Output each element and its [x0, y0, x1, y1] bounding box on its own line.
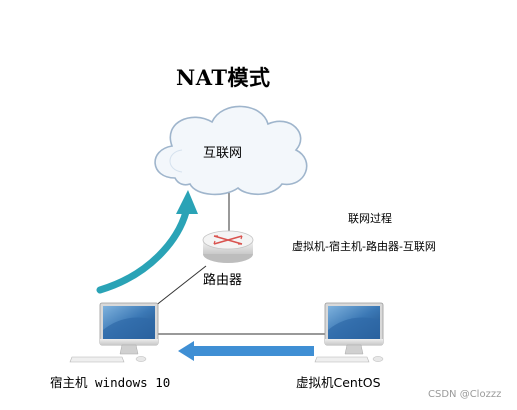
internet-label: 互联网: [203, 146, 243, 161]
router-label: 路由器: [203, 273, 243, 288]
host-keyboard-icon: [69, 356, 147, 363]
vm-label: 虚拟机CentOS: [296, 375, 381, 390]
diagram-title: NAT模式: [176, 65, 271, 90]
process-path: 虚拟机-宿主机-路由器-互联网: [292, 240, 436, 253]
vm-keyboard-icon: [314, 356, 384, 363]
cloud-icon: [154, 105, 308, 196]
blue-arrow: [178, 341, 314, 361]
process-title: 联网过程: [348, 212, 392, 225]
vm-imac-monitor-icon: [324, 302, 384, 355]
watermark: CSDN @Clozzz: [428, 389, 502, 400]
link-router-host: [149, 265, 207, 311]
host-label: 宿主机 windows 10: [50, 375, 171, 390]
teal-curved-arrow: [96, 190, 198, 294]
router-icon: [202, 230, 254, 263]
host-imac-monitor-icon: [99, 302, 159, 355]
